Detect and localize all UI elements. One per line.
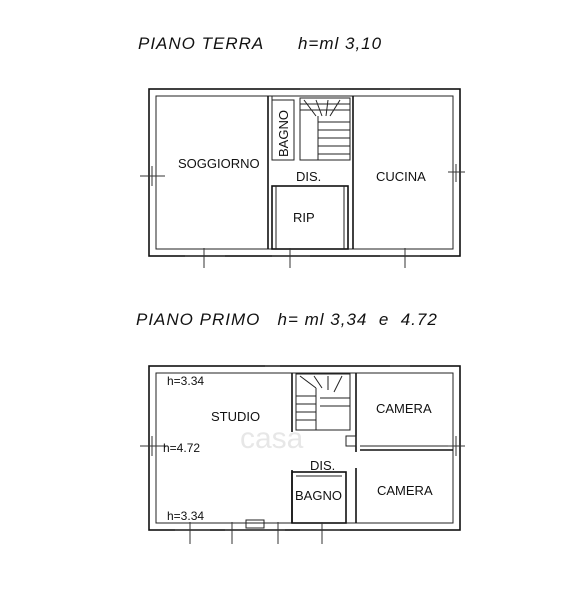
ground-stairs: [299, 97, 351, 161]
ground-floor-title: PIANO TERRA h=ml 3,10: [138, 34, 383, 53]
room-label-bagno-first: BAGNO: [295, 488, 342, 503]
height-label-bottom: h=3.34: [167, 509, 204, 523]
room-label-soggiorno: SOGGIORNO: [178, 156, 260, 171]
room-label-camera-2: CAMERA: [377, 483, 433, 498]
ground-rip-box: [271, 185, 349, 250]
first-bagno-box: [291, 471, 347, 524]
room-label-dis-ground: DIS.: [296, 169, 321, 184]
ground-floor-plan: SOGGIORNO BAGNO DIS. CUCINA RIP: [140, 88, 465, 268]
watermark-text: casa: [240, 422, 304, 455]
room-label-cucina: CUCINA: [376, 169, 426, 184]
height-label-top: h=3.34: [167, 374, 204, 388]
height-label-middle: h=4.72: [163, 441, 200, 455]
room-label-dis-first: DIS.: [310, 458, 335, 473]
ground-bagno-box: [271, 99, 295, 161]
first-stairs: [295, 373, 351, 431]
first-floor-title: PIANO PRIMO h= ml 3,34 e 4.72: [136, 310, 438, 329]
room-label-studio: STUDIO: [211, 409, 260, 424]
room-label-camera-1: CAMERA: [376, 401, 432, 416]
first-floor-plan: casa h=3.34 h=4.72 h=3.34 STUDIO CAMERA …: [140, 365, 465, 544]
room-label-rip: RIP: [293, 210, 315, 225]
room-label-bagno-ground: BAGNO: [276, 110, 291, 157]
